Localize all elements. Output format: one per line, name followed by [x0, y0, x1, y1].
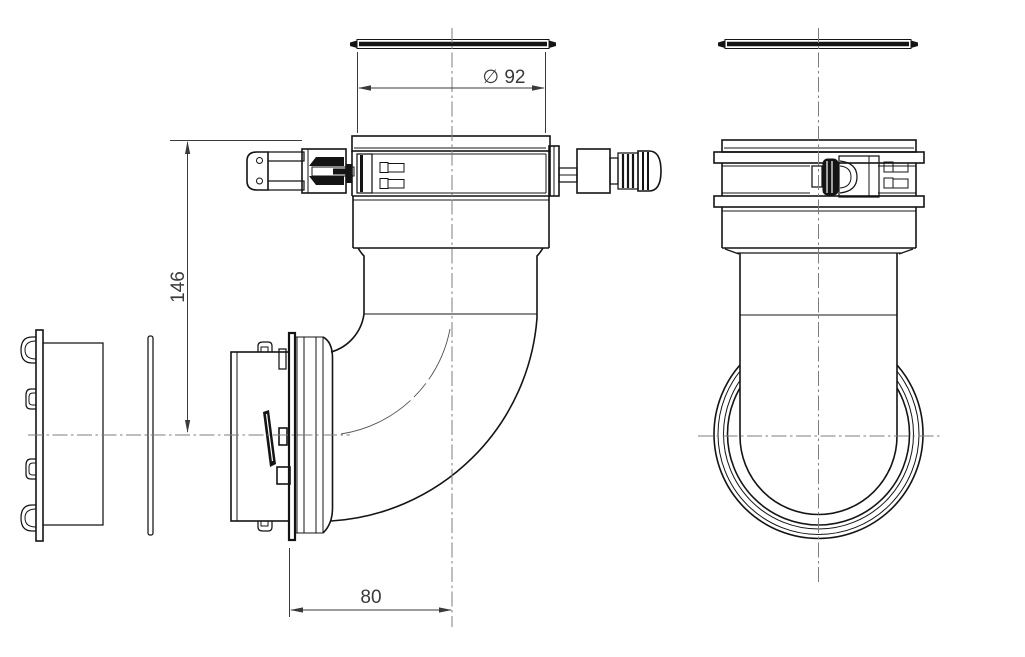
latch-screw-bottom — [256, 177, 263, 185]
diameter-label: ∅ 92 — [483, 67, 526, 88]
elbow-bore-line — [340, 328, 451, 435]
offset-label: 80 — [360, 587, 381, 608]
clamp-knob-front — [811, 155, 880, 198]
front-view — [698, 28, 940, 585]
elbow-outer-arc — [330, 317, 538, 522]
collar-socket — [352, 196, 550, 249]
plate-top-bump — [20, 336, 36, 364]
disc-left-tip — [350, 40, 357, 48]
tension-screw-assembly — [548, 145, 662, 197]
latch-end-cap — [246, 151, 269, 191]
elbow-pipe-body — [330, 247, 544, 522]
plate-lower-hook — [25, 458, 36, 480]
top-gasket-disc — [350, 39, 556, 49]
collar-top-flange — [351, 135, 551, 152]
sleeve-body — [230, 351, 290, 522]
outlet-socket — [287, 331, 334, 542]
sleeve-bottom-clip — [257, 521, 273, 532]
screw-barrel — [576, 148, 611, 194]
socket-bell-edge — [322, 336, 334, 534]
plate-bottom-bump — [20, 504, 36, 532]
wall-plate-cylinder — [43, 342, 104, 526]
clamp-collar — [346, 135, 551, 249]
outlet-flange-plate — [287, 331, 297, 542]
band-slots — [379, 162, 405, 189]
band-slots-front — [883, 161, 909, 189]
knurled-knob — [822, 158, 839, 196]
side-view: ∅ 92 146 80 — [20, 28, 662, 627]
locking-sleeve — [230, 341, 291, 532]
dimension-diameter: ∅ 92 — [357, 52, 546, 133]
sleeve-top-clip — [257, 341, 273, 352]
disc-right-tip — [549, 40, 556, 48]
height-label: 146 — [168, 271, 189, 303]
dimension-height: 146 — [168, 140, 302, 433]
screw-knob-cap — [637, 150, 662, 192]
latch-lock-assembly — [246, 148, 355, 194]
elbow-inner-arc — [330, 313, 365, 353]
plate-upper-hook — [25, 388, 36, 410]
latch-screw-top — [256, 157, 263, 164]
band-end-housing — [356, 153, 373, 194]
dimension-offset: 80 — [289, 548, 452, 617]
